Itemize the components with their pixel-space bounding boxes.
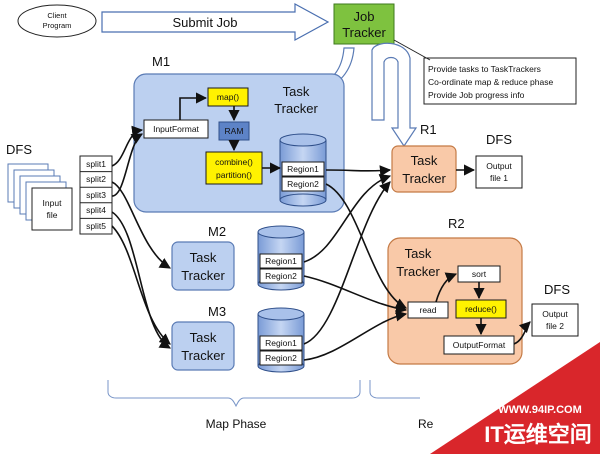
split-list: split1 split2 split3 split4 split5 xyxy=(79,155,113,235)
r1-label: R1 xyxy=(420,122,437,137)
job-tracker: Job Tracker xyxy=(333,3,395,45)
m1-task-tracker: Task Tracker InputFormat map() RAM combi… xyxy=(133,73,345,213)
watermark-url: WWW.94IP.COM xyxy=(498,404,582,416)
m3-region-cylinder: Region1 Region2 xyxy=(257,307,305,373)
note-3: Provide Job progress info xyxy=(428,90,525,100)
r2-sort-label: sort xyxy=(472,269,487,279)
m3-label: M3 xyxy=(208,304,226,319)
map-phase-brace: Map Phase xyxy=(107,380,361,431)
m3-region-2: Region2 xyxy=(265,353,297,363)
r1-output-label-1: Output xyxy=(486,161,512,171)
r2-task-tracker: Task Tracker sort read reduce() OutputFo… xyxy=(387,237,523,365)
client-label-2: Program xyxy=(43,21,72,30)
r1-output-file: Output file 1 xyxy=(475,155,523,189)
watermark-brand: IT运维空间 xyxy=(484,422,592,447)
m2-task-tracker: Task Tracker xyxy=(171,241,235,291)
m2-tt-label-1: Task xyxy=(190,250,217,265)
client-label-1: Client xyxy=(47,11,67,20)
map-phase-label: Map Phase xyxy=(206,417,267,431)
split-1: split1 xyxy=(86,159,106,169)
m1-tt-label-1: Task xyxy=(283,84,310,99)
m1-combine-label: combine() xyxy=(215,157,253,167)
m1-ram-label: RAM xyxy=(225,126,244,136)
input-file-label-2: file xyxy=(47,210,58,220)
reduce-phase-label: Re xyxy=(418,417,434,431)
m1-region-2: Region2 xyxy=(287,179,319,189)
client-program: Client Program xyxy=(17,4,97,38)
input-file-stack: Input file xyxy=(7,163,73,231)
flow-arrows xyxy=(111,92,531,361)
m1-region-1: Region1 xyxy=(287,164,319,174)
r2-output-format-label: OutputFormat xyxy=(453,340,506,350)
split-3: split3 xyxy=(86,190,106,200)
m1-map xyxy=(207,87,249,107)
r2-output-format xyxy=(443,335,515,355)
m1-combine-partition xyxy=(205,151,263,185)
dfs-label-r2: DFS xyxy=(544,282,570,297)
submit-job-label: Submit Job xyxy=(172,15,237,30)
submit-job-arrow: Submit Job xyxy=(101,2,330,42)
split-2: split2 xyxy=(86,174,106,184)
r2-label: R2 xyxy=(448,216,465,231)
r1-tt-label-2: Tracker xyxy=(402,171,446,186)
r2-tt-label-1: Task xyxy=(405,246,432,261)
r2-read-label: read xyxy=(419,305,436,315)
m3-region-1: Region1 xyxy=(265,338,297,348)
m2-tt-label-2: Tracker xyxy=(181,268,225,283)
watermark: WWW.94IP.COM IT运维空间 xyxy=(430,342,600,454)
m2-label: M2 xyxy=(208,224,226,239)
job-tracker-notes: Provide tasks to TaskTrackers Co-ordinat… xyxy=(393,39,577,105)
m1-tt-label-2: Tracker xyxy=(274,101,318,116)
r2-output-label-1: Output xyxy=(542,309,568,319)
m1-region-cylinder: Region1 Region2 xyxy=(279,133,327,207)
m2-region-cylinder: Region1 Region2 xyxy=(257,225,305,291)
note-2: Co-ordinate map & reduce phase xyxy=(428,77,553,87)
r1-tt-label-1: Task xyxy=(411,153,438,168)
m3-task-tracker: Task Tracker xyxy=(171,321,235,371)
m1-map-label: map() xyxy=(217,92,239,102)
job-tracker-label-1: Job xyxy=(354,9,375,24)
r2-reduce-label: reduce() xyxy=(465,304,497,314)
reduce-phase-brace: Re xyxy=(369,380,434,431)
m3-tt-label-1: Task xyxy=(190,330,217,345)
split-4: split4 xyxy=(86,205,106,215)
r2-output-label-2: file 2 xyxy=(546,321,564,331)
note-1: Provide tasks to TaskTrackers xyxy=(428,64,541,74)
m1-label: M1 xyxy=(152,54,170,69)
m2-region-2: Region2 xyxy=(265,271,297,281)
r2-read xyxy=(407,301,449,319)
dfs-label-r1: DFS xyxy=(486,132,512,147)
m1-input-format-label: InputFormat xyxy=(153,124,199,134)
r2-tt-label-2: Tracker xyxy=(396,264,440,279)
r2-output-file: Output file 2 xyxy=(531,303,579,337)
split-5: split5 xyxy=(86,221,106,231)
input-file-label-1: Input xyxy=(43,198,63,208)
r1-task-tracker: Task Tracker xyxy=(391,145,457,193)
job-tracker-label-2: Tracker xyxy=(342,25,386,40)
r1-output-label-2: file 1 xyxy=(490,173,508,183)
dfs-label-input: DFS xyxy=(6,142,32,157)
m1-partition-label: partition() xyxy=(216,170,252,180)
m1-input-format xyxy=(143,119,209,139)
m2-region-1: Region1 xyxy=(265,256,297,266)
m3-tt-label-2: Tracker xyxy=(181,348,225,363)
job-tracker-to-r1-arrow xyxy=(371,42,418,148)
